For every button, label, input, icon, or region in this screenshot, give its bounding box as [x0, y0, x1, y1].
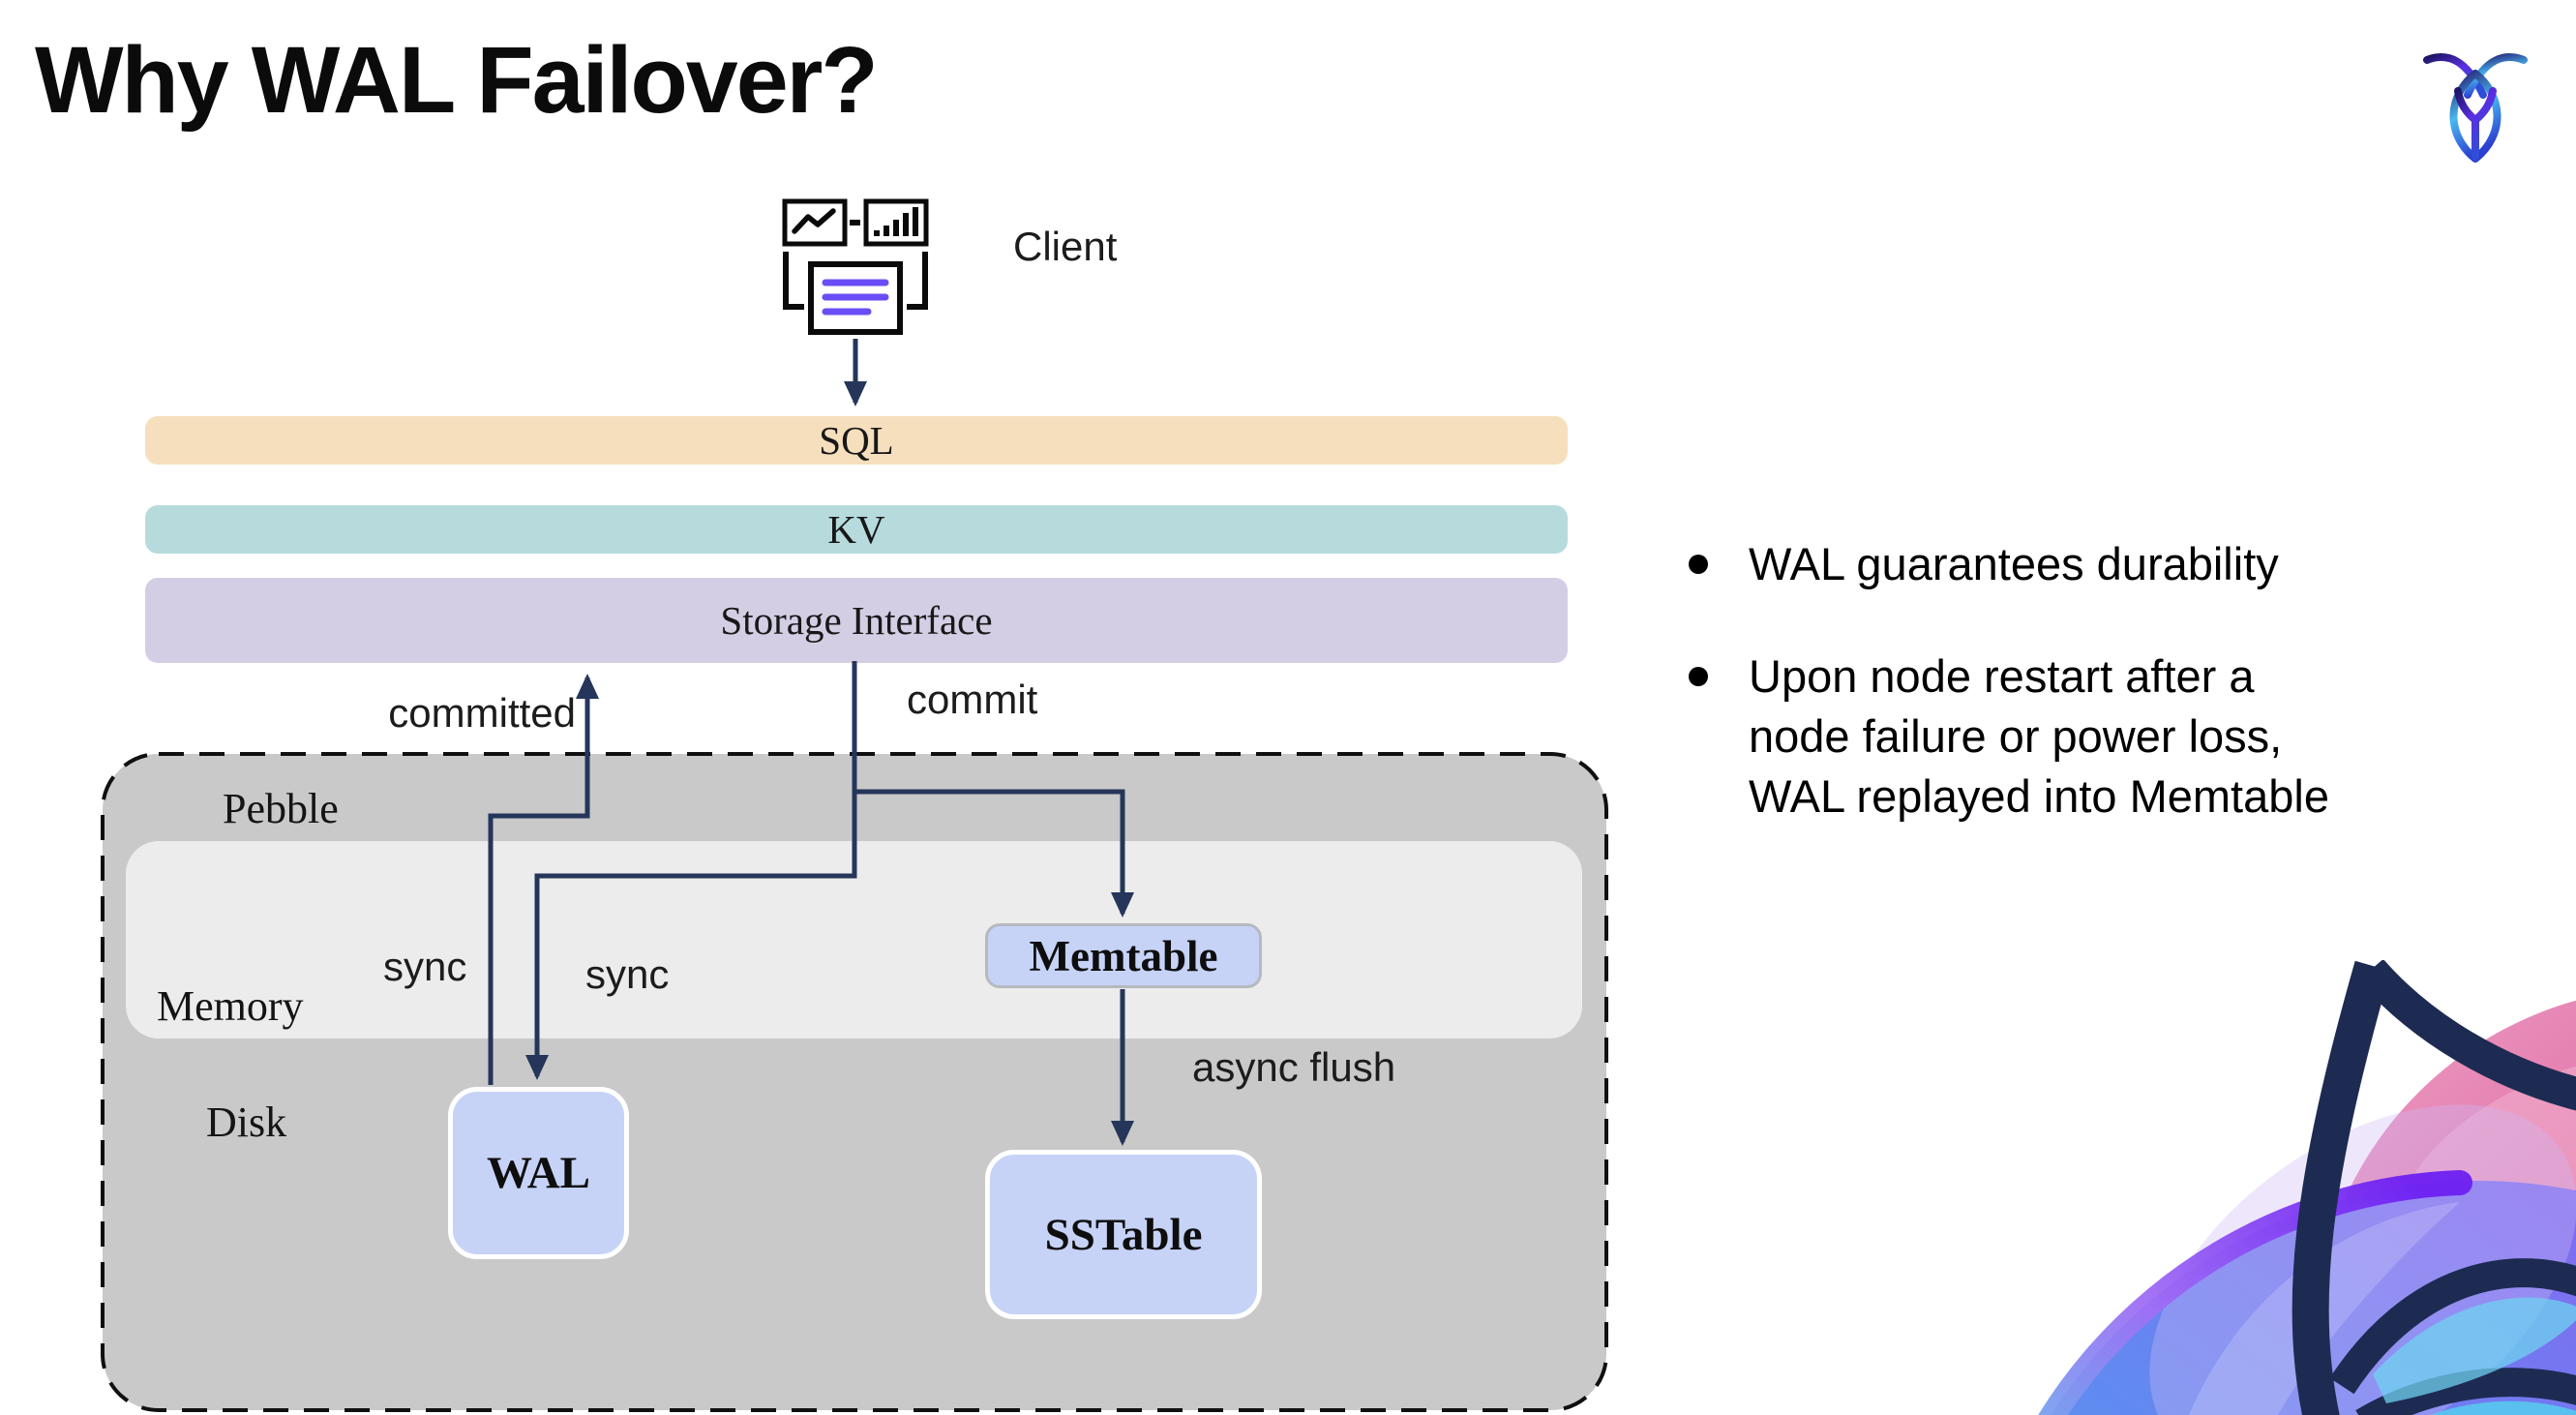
list-item: Upon node restart after a node failure o… [1689, 647, 2550, 827]
bullet-line: WAL replayed into Memtable [1749, 770, 2329, 822]
bullet-text: WAL guarantees durability [1749, 538, 2279, 589]
edge-label-sync-left: sync [383, 944, 467, 989]
edge-label-async-flush: async flush [1192, 1044, 1396, 1090]
layer-bar-sql-label: SQL [819, 418, 894, 463]
artwork-purple-rim [2038, 1170, 2472, 1415]
bullet-dot [1689, 555, 1708, 574]
layer-bar-storage-label: Storage Interface [720, 598, 993, 643]
edge-label-sync-right: sync [585, 951, 670, 997]
bullet-text: Upon node restart after a node failure o… [1749, 647, 2329, 827]
wal-node-label: WAL [486, 1148, 591, 1198]
pebble-label: Pebble [223, 785, 339, 832]
memory-label: Memory [157, 982, 304, 1030]
bar-chart-icon [863, 198, 929, 247]
document-icon [783, 252, 928, 335]
client-icon [782, 198, 929, 335]
layer-bar-kv: KV [145, 505, 1568, 554]
sstable-node-label: SSTable [1044, 1209, 1203, 1260]
line-chart-icon [782, 198, 848, 247]
layer-bar-sql: SQL [145, 416, 1568, 465]
bullet-line: node failure or power loss, [1749, 710, 2283, 762]
sstable-node: SSTable [985, 1150, 1262, 1319]
wal-node: WAL [448, 1087, 629, 1259]
cockroachdb-logo-icon [2423, 53, 2528, 163]
layer-bar-kv-label: KV [827, 507, 885, 552]
memory-layer-band [126, 841, 1582, 1039]
bullet-dot [1689, 667, 1708, 686]
page-title: Why WAL Failover? [35, 27, 879, 133]
edge-label-committed: committed [388, 690, 576, 736]
artwork-roach-lines [2291, 960, 2576, 1415]
list-item: WAL guarantees durability [1689, 534, 2550, 594]
memtable-node: Memtable [985, 923, 1262, 988]
layer-bar-storage-interface: Storage Interface [145, 578, 1568, 663]
bullet-list: WAL guarantees durability Upon node rest… [1689, 534, 2550, 827]
disk-label: Disk [206, 1099, 287, 1146]
memtable-node-label: Memtable [1029, 931, 1218, 980]
client-label: Client [1013, 224, 1118, 269]
brand-artwork [2038, 960, 2576, 1415]
bullet-line: Upon node restart after a [1749, 650, 2255, 702]
edge-label-commit: commit [907, 677, 1038, 722]
